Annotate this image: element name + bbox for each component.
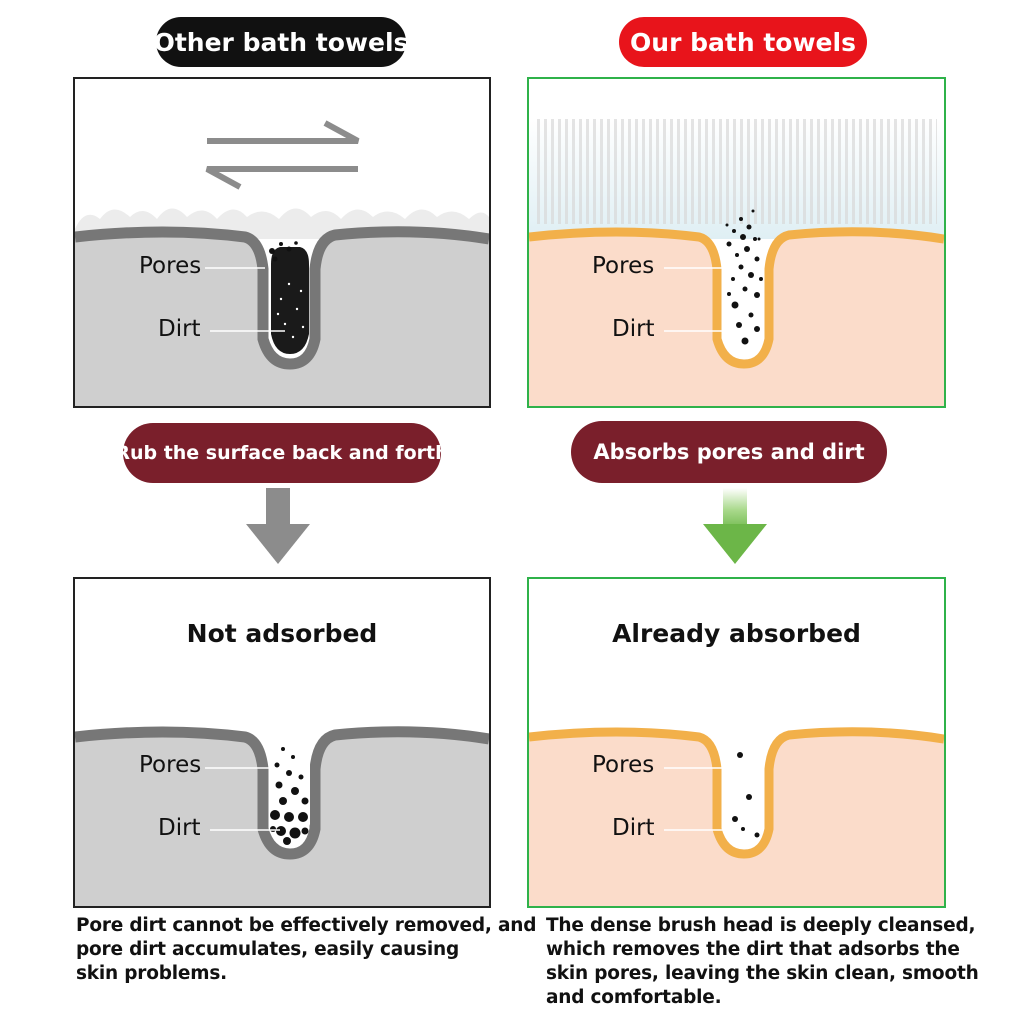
left-step-label: Rub the surface back and forth (115, 423, 449, 483)
result-title: Already absorbed (612, 619, 861, 648)
description-line: skin problems. (76, 963, 227, 984)
down-arrow-icon (246, 488, 310, 564)
pores-label: Pores (139, 752, 202, 778)
right-step-label: Absorbs pores and dirt (571, 421, 887, 483)
pores-label: Pores (592, 253, 655, 279)
result-title: Not adsorbed (186, 619, 378, 648)
left-header-badge: Other bath towels (154, 17, 408, 67)
right-description: The dense brush head is deeply cleansed,… (546, 914, 986, 1010)
clogged-pore-illustration (75, 726, 489, 906)
description-line: and comfortable. (546, 987, 722, 1008)
dirt-label: Dirt (612, 316, 655, 342)
left-before-panel: Pores Dirt (73, 77, 491, 408)
description-line: The dense brush head is deeply cleansed, (546, 915, 976, 936)
pores-label: Pores (592, 752, 655, 778)
dirt-label: Dirt (612, 815, 655, 841)
description-line: pore dirt accumulates, easily causing (76, 939, 459, 960)
down-arrow-icon (703, 488, 767, 564)
brushing-skin-illustration (529, 119, 944, 406)
description-line: which removes the dirt that adsorbs the (546, 939, 960, 960)
clean-pore-illustration (529, 727, 944, 906)
right-header-badge: Our bath towels (619, 17, 867, 67)
dirt-label: Dirt (158, 316, 201, 342)
description-line: Pore dirt cannot be effectively removed,… (76, 915, 537, 936)
right-after-panel: Already absorbed Pores Dirt (527, 577, 946, 908)
dirt-label: Dirt (158, 815, 201, 841)
rubbing-skin-illustration (75, 120, 489, 406)
left-description: Pore dirt cannot be effectively removed,… (76, 914, 537, 986)
pores-label: Pores (139, 253, 202, 279)
right-before-panel: Pores Dirt (527, 77, 946, 408)
left-after-panel: Not adsorbed Pores Dirt (73, 577, 491, 908)
description-line: skin pores, leaving the skin clean, smoo… (546, 963, 979, 984)
